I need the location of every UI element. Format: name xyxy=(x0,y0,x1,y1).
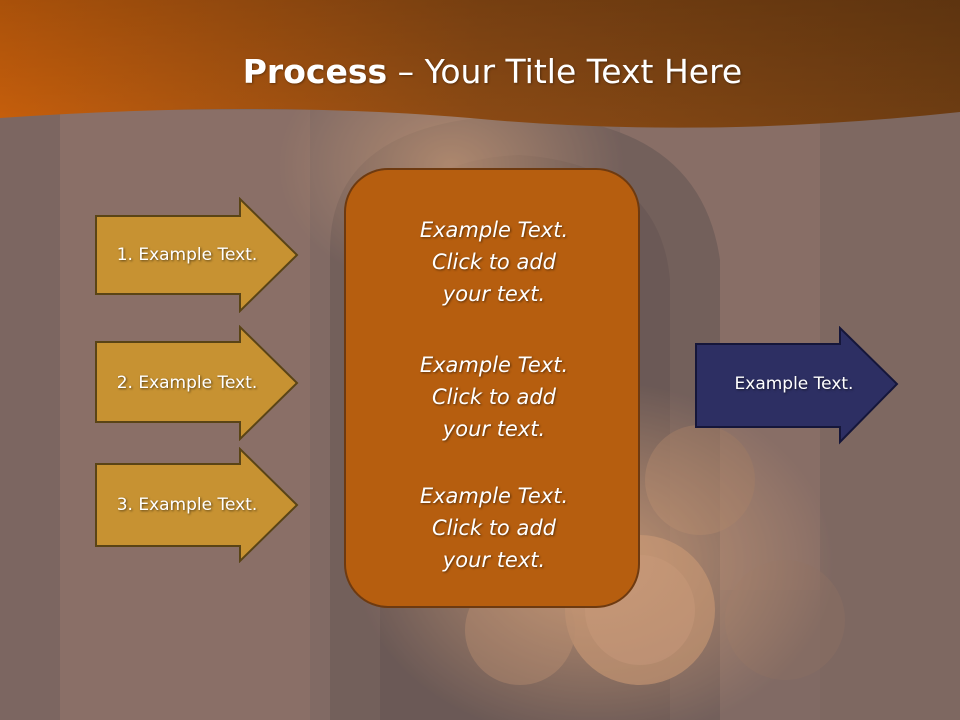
text-line: your text. xyxy=(442,417,546,441)
process-step-3-label: 3. Example Text. xyxy=(116,495,258,515)
center-text-block-1: Example Text. Click to add your text. xyxy=(346,214,642,310)
text-line: Example Text. xyxy=(419,353,569,377)
process-step-2-label: 2. Example Text. xyxy=(116,373,258,393)
arrow-shape xyxy=(95,197,299,313)
process-step-2-arrow[interactable]: 2. Example Text. xyxy=(94,325,300,441)
title-bold: Process xyxy=(242,52,388,91)
center-content-box[interactable]: Example Text. Click to add your text. Ex… xyxy=(344,168,640,608)
text-line: Example Text. xyxy=(419,484,569,508)
process-step-3-arrow[interactable]: 3. Example Text. xyxy=(94,447,300,563)
result-label: Example Text. xyxy=(734,374,854,394)
text-line: Example Text. xyxy=(419,218,569,242)
title-rest: – Your Title Text Here xyxy=(387,52,743,91)
process-step-1-label: 1. Example Text. xyxy=(116,245,258,265)
result-arrow[interactable]: Example Text. xyxy=(694,326,900,446)
slide-title: Process – Your Title Text Here xyxy=(0,52,960,91)
center-text-block-2: Example Text. Click to add your text. xyxy=(346,349,642,445)
text-line: Click to add xyxy=(431,250,556,274)
arrow-shape xyxy=(95,447,299,563)
arrow-shape xyxy=(95,325,299,441)
text-line: Click to add xyxy=(431,385,556,409)
center-text-block-3: Example Text. Click to add your text. xyxy=(346,480,642,576)
text-line: Click to add xyxy=(431,516,556,540)
arrow-shape xyxy=(695,326,899,445)
text-line: your text. xyxy=(442,548,546,572)
text-line: your text. xyxy=(442,282,546,306)
process-step-1-arrow[interactable]: 1. Example Text. xyxy=(94,197,300,313)
